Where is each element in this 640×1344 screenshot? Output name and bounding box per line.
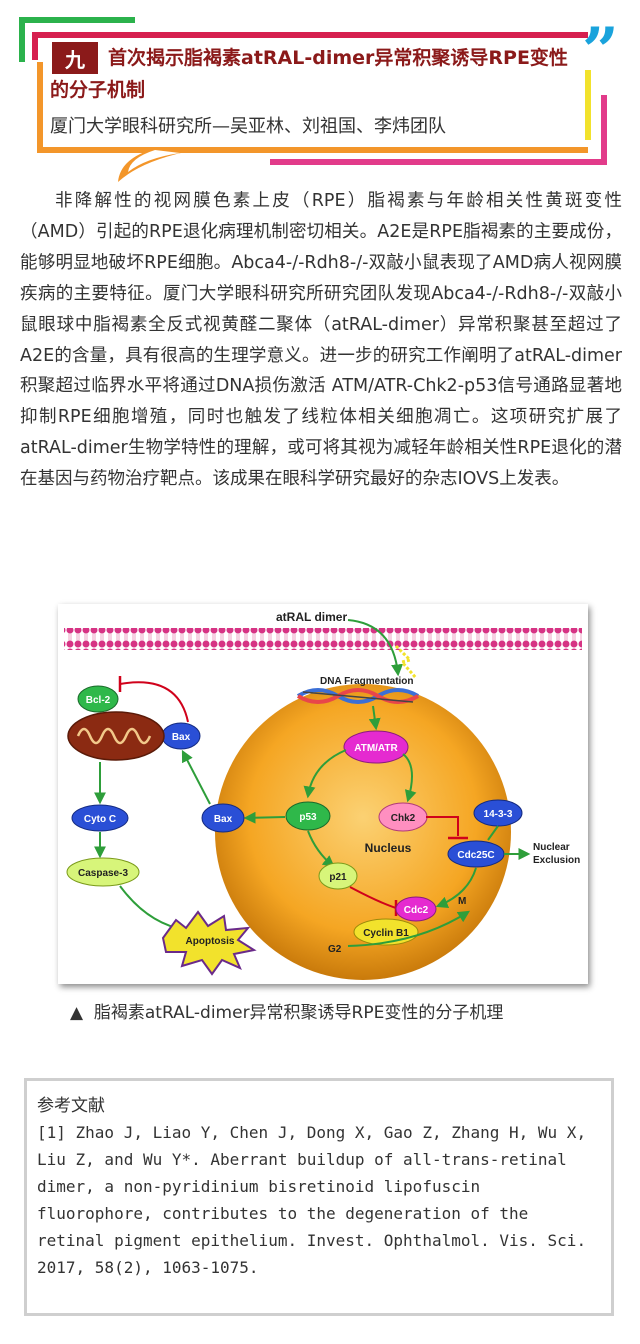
mechanism-figure: atRAL dimer DNA Fragmentation ATM/ATR Ch…	[58, 604, 588, 984]
cdc25c-label: Cdc25C	[457, 850, 494, 861]
mechanism-diagram: atRAL dimer DNA Fragmentation ATM/ATR Ch…	[64, 610, 582, 980]
cyclin-b1-label: Cyclin B1	[363, 928, 409, 939]
caspase3-label: Caspase-3	[78, 868, 128, 879]
chk2-label: Chk2	[391, 813, 416, 824]
apoptosis-burst-icon	[161, 910, 257, 976]
atral-dimer-label: atRAL dimer	[276, 610, 347, 624]
header-frame	[19, 17, 607, 182]
lightning-icon	[394, 644, 418, 679]
bax-mito-label: Bax	[172, 732, 191, 743]
atral-arrow	[347, 619, 404, 677]
caption-text: 脂褐素atRAL-dimer异常积聚诱导RPE变性的分子机理	[93, 1003, 504, 1023]
apoptosis-label: Apoptosis	[186, 936, 235, 947]
p53-node	[285, 801, 331, 831]
p21-node	[318, 862, 358, 890]
references-title: 参考文献	[37, 1096, 105, 1116]
cell-membrane	[64, 628, 582, 650]
nucleus-label: Nucleus	[365, 841, 412, 855]
cyto-c-label: Cyto C	[84, 814, 116, 825]
caption-marker-icon: ▲	[70, 1003, 84, 1023]
p21-label: p21	[329, 872, 347, 883]
figure-caption: ▲ 脂褐素atRAL-dimer异常积聚诱导RPE变性的分子机理	[70, 998, 610, 1023]
p53-label: p53	[299, 812, 317, 823]
protein-1433-label: 14-3-3	[484, 809, 513, 820]
m-label: M	[458, 896, 466, 907]
section-number-badge: 九	[52, 42, 98, 74]
atm-atr-node	[343, 730, 409, 764]
mitochondrion-icon	[67, 711, 165, 761]
cyto-c-node	[71, 804, 129, 832]
atm-atr-label: ATM/ATR	[354, 743, 398, 754]
cdc2-node	[395, 896, 437, 922]
dna-helix-icon	[296, 688, 420, 704]
bcl2-node	[77, 685, 119, 713]
exclusion-label: Exclusion	[533, 855, 580, 866]
page-title: 首次揭示脂褐素atRAL-dimer异常积聚诱导RPE变性的分子机制	[50, 47, 568, 101]
bcl2-inhibition	[119, 681, 189, 723]
dna-fragmentation-label: DNA Fragmentation	[320, 676, 414, 687]
bax-nucleus-node	[201, 803, 245, 833]
quote-mark-icon: ”	[582, 14, 619, 89]
bcl2-label: Bcl-2	[86, 695, 111, 706]
reference-item: [1] Zhao J, Liao Y, Chen J, Dong X, Gao …	[37, 1123, 587, 1277]
caspase3-node	[66, 857, 140, 887]
references-box: 参考文献 [1] Zhao J, Liao Y, Chen J, Dong X,…	[24, 1078, 614, 1316]
bax-nucleus-label: Bax	[214, 814, 233, 825]
g2-label: G2	[328, 944, 342, 955]
team-subtitle: 厦门大学眼科研究所—吴亚林、刘祖国、李炜团队	[50, 116, 446, 137]
body-paragraph: 非降解性的视网膜色素上皮（RPE）脂褐素与年龄相关性黄斑变性（AMD）引起的RP…	[20, 191, 622, 490]
cdc2-label: Cdc2	[404, 905, 429, 916]
nuclear-label: Nuclear	[533, 842, 570, 853]
